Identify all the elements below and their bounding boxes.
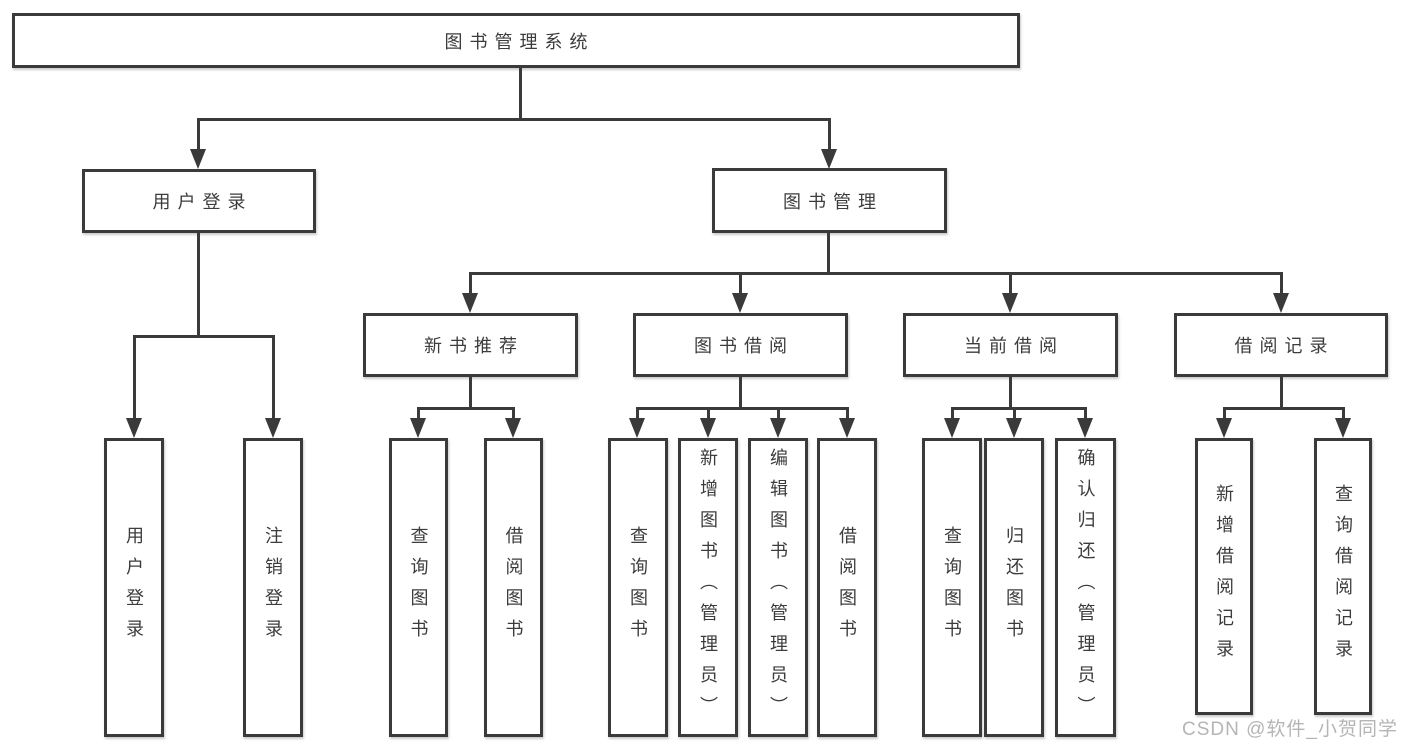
connector-stem xyxy=(468,377,472,407)
connector-bar xyxy=(133,335,275,338)
leaf-logout: 注销登录 xyxy=(243,438,303,737)
leaf-edit-books-admin: 编辑图书（管理员） xyxy=(748,438,808,737)
connector-drop xyxy=(635,407,639,418)
connector-stem xyxy=(196,233,200,335)
arrowhead-down-icon xyxy=(839,418,855,438)
leaf-borrow-books-1: 借阅图书 xyxy=(484,438,543,737)
node-root-label: 图书管理系统 xyxy=(444,31,595,52)
connector-bar xyxy=(951,407,1087,410)
arrowhead-down-icon xyxy=(265,418,281,438)
connector-drop xyxy=(738,272,742,293)
leaf-confirm-return-admin-label: 确认归还（管理员） xyxy=(1075,448,1096,727)
node-book-borrow: 图书借阅 xyxy=(633,313,848,377)
arrowhead-down-icon xyxy=(1216,418,1232,438)
connector-stem xyxy=(826,233,830,272)
arrowhead-down-icon xyxy=(944,418,960,438)
leaf-user-login: 用户登录 xyxy=(104,438,164,737)
leaf-query-borrow-record: 查询借阅记录 xyxy=(1314,438,1372,715)
connector-drop xyxy=(1008,272,1012,293)
connector-stem xyxy=(1008,377,1012,407)
leaf-borrow-books-2-label: 借阅图书 xyxy=(837,525,857,650)
leaf-borrow-books-2: 借阅图书 xyxy=(817,438,877,737)
arrowhead-down-icon xyxy=(629,418,645,438)
leaf-add-books-admin-label: 新增图书（管理员） xyxy=(698,448,718,727)
leaf-add-books-admin: 新增图书（管理员） xyxy=(678,438,738,737)
arrowhead-down-icon xyxy=(190,149,206,169)
node-current-borrow: 当前借阅 xyxy=(903,313,1118,377)
leaf-query-books-3: 查询图书 xyxy=(922,438,982,737)
leaf-confirm-return-admin: 确认归还（管理员） xyxy=(1055,438,1116,737)
arrowhead-down-icon xyxy=(1006,418,1022,438)
leaf-return-books-label: 归还图书 xyxy=(1004,525,1024,650)
leaf-query-books-2-label: 查询图书 xyxy=(628,525,648,650)
connector-drop xyxy=(271,335,275,418)
connector-drop xyxy=(511,407,515,418)
node-new-book-recommend-label: 新书推荐 xyxy=(424,336,524,356)
node-user-login-label: 用户登录 xyxy=(152,192,253,212)
node-book-management: 图书管理 xyxy=(712,168,947,233)
connector-stem xyxy=(1279,377,1283,407)
node-book-borrow-label: 图书借阅 xyxy=(694,336,794,356)
arrowhead-down-icon xyxy=(410,418,426,438)
arrowhead-down-icon xyxy=(126,418,142,438)
watermark-text: CSDN @软件_小贺同学 xyxy=(1182,719,1398,740)
node-book-management-label: 图书管理 xyxy=(783,191,883,212)
connector-drop xyxy=(1279,272,1283,293)
connector-bar xyxy=(197,118,831,121)
connector-drop xyxy=(416,407,420,418)
arrowhead-down-icon xyxy=(821,149,837,169)
leaf-add-borrow-record: 新增借阅记录 xyxy=(1195,438,1253,715)
leaf-edit-books-admin-label: 编辑图书（管理员） xyxy=(768,448,788,727)
connector-drop xyxy=(1341,407,1345,418)
leaf-query-borrow-record-label: 查询借阅记录 xyxy=(1333,483,1353,670)
leaf-logout-label: 注销登录 xyxy=(263,525,283,650)
connector-drop xyxy=(468,272,472,293)
arrowhead-down-icon xyxy=(1273,293,1289,313)
leaf-add-borrow-record-label: 新增借阅记录 xyxy=(1214,483,1234,670)
node-current-borrow-label: 当前借阅 xyxy=(964,336,1064,356)
connector-drop xyxy=(1012,407,1016,418)
connector-bar xyxy=(417,407,515,410)
connector-drop xyxy=(827,118,831,149)
connector-drop xyxy=(1083,407,1087,418)
leaf-borrow-books-1-label: 借阅图书 xyxy=(503,525,524,650)
leaf-query-books-2: 查询图书 xyxy=(608,438,668,737)
arrowhead-down-icon xyxy=(700,418,716,438)
connector-bar xyxy=(469,272,1282,275)
connector-drop xyxy=(845,407,849,418)
arrowhead-down-icon xyxy=(1002,293,1018,313)
leaf-user-login-label: 用户登录 xyxy=(124,525,144,650)
arrowhead-down-icon xyxy=(732,293,748,313)
connector-drop xyxy=(776,407,780,418)
node-root: 图书管理系统 xyxy=(12,13,1020,68)
arrowhead-down-icon xyxy=(1077,418,1093,438)
leaf-query-books-1-label: 查询图书 xyxy=(408,525,429,650)
node-borrow-records: 借阅记录 xyxy=(1174,313,1388,377)
connector-stem xyxy=(518,68,522,118)
connector-stem xyxy=(738,377,742,407)
leaf-return-books: 归还图书 xyxy=(984,438,1044,737)
leaf-query-books-3-label: 查询图书 xyxy=(942,525,962,650)
arrowhead-down-icon xyxy=(1335,418,1351,438)
connector-drop xyxy=(950,407,954,418)
leaf-query-books-1: 查询图书 xyxy=(389,438,448,737)
connector-bar xyxy=(636,407,849,410)
arrowhead-down-icon xyxy=(462,293,478,313)
node-new-book-recommend: 新书推荐 xyxy=(363,313,578,377)
connector-drop xyxy=(706,407,710,418)
node-borrow-records-label: 借阅记录 xyxy=(1234,336,1335,356)
connector-drop xyxy=(132,335,136,418)
connector-drop xyxy=(1222,407,1226,418)
arrowhead-down-icon xyxy=(505,418,521,438)
arrowhead-down-icon xyxy=(770,418,786,438)
connector-drop xyxy=(196,118,200,149)
node-user-login: 用户登录 xyxy=(82,169,316,233)
connector-bar xyxy=(1223,407,1345,410)
